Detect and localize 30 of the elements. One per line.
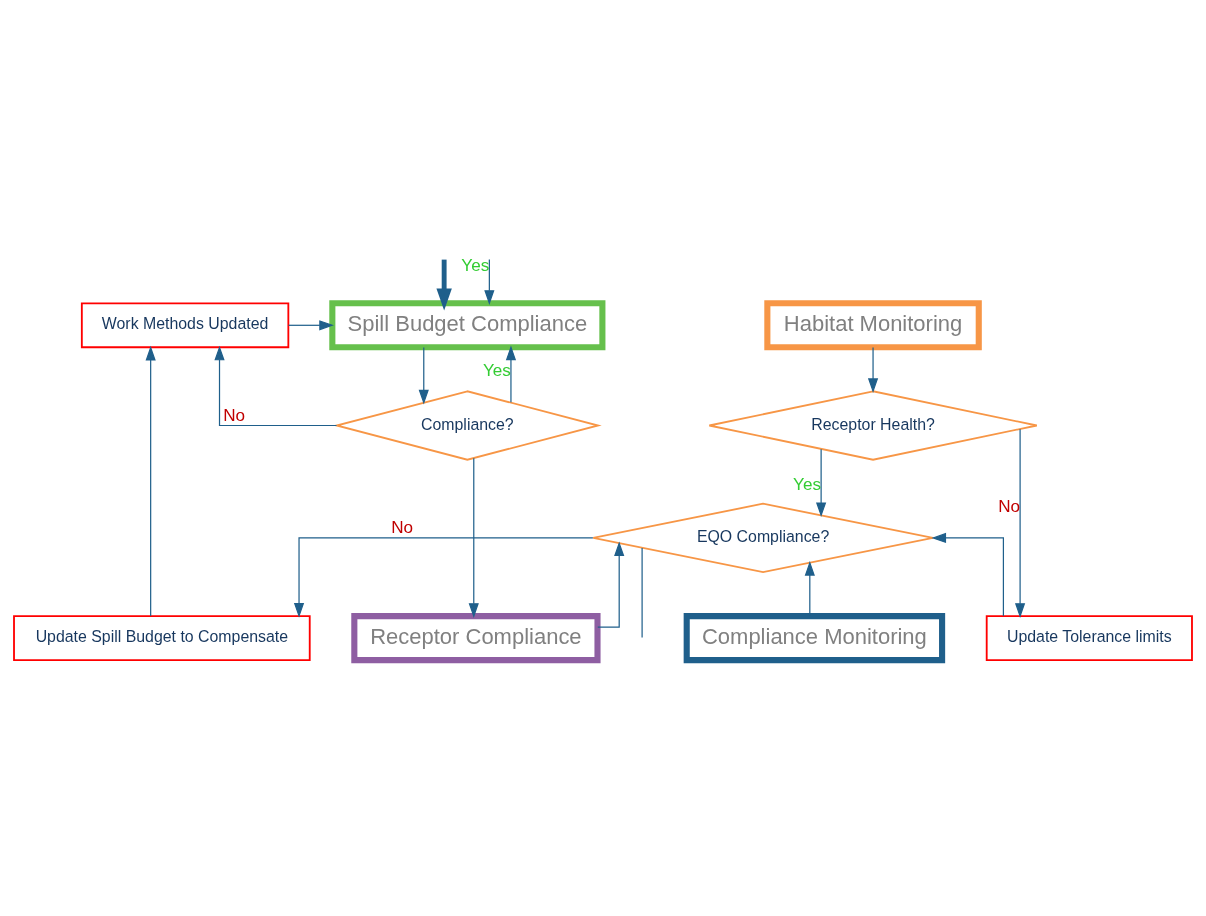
edge-label: Yes (482, 360, 511, 380)
arrow (1014, 428, 1026, 618)
edge-label: Yes (461, 255, 490, 275)
node-diamond: Receptor Health? (708, 389, 1038, 461)
arrow (505, 345, 517, 403)
node-box: Update Spill Budget to Compensate (13, 614, 311, 661)
node-box: Compliance Monitoring (683, 612, 946, 663)
arrow (214, 345, 338, 426)
edge-label: Yes (793, 474, 822, 494)
arrow (816, 448, 827, 517)
node-box: Spill Budget Compliance (329, 299, 606, 350)
arrow (145, 345, 156, 617)
arrow (293, 536, 594, 618)
node-box: Update Tolerance limits (985, 614, 1193, 661)
arrow (436, 259, 452, 310)
arrow (484, 258, 495, 305)
arrow (867, 346, 879, 393)
edge-label: No (998, 496, 1021, 516)
arrow (468, 457, 479, 618)
edge-label: No (223, 405, 246, 425)
node-box: Work Methods Updated (80, 301, 290, 348)
arrow (804, 560, 815, 616)
connector (641, 546, 643, 638)
arrow (418, 346, 429, 404)
arrow (287, 319, 334, 330)
edge-label: No (391, 517, 414, 537)
node-box: Habitat Monitoring (764, 299, 982, 350)
arrow (597, 540, 625, 628)
arrow (931, 532, 1004, 616)
node-box: Receptor Compliance (351, 612, 601, 663)
